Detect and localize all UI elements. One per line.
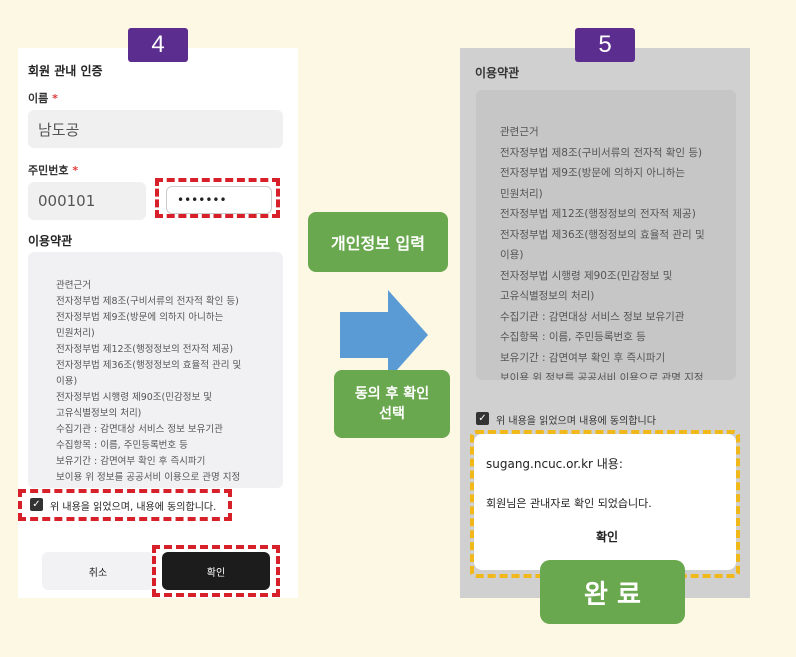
terms-line: 수집기관 : 감면대상 서비스 정보 보유기관 <box>56 424 223 435</box>
highlight-confirm <box>152 545 280 597</box>
terms-line: 전자정부법 제12조(행정정보의 전자적 제공) <box>500 208 696 220</box>
step4-badge: 4 <box>128 28 188 62</box>
highlight-id-back <box>155 178 280 218</box>
agree-label-step5: 위 내용을 읽었으며 내용에 동의합니다 <box>496 416 656 427</box>
terms-line: 수집항목 : 이름, 주민등록번호 등 <box>500 331 646 343</box>
terms-line: 관련근거 <box>500 126 539 138</box>
name-field[interactable]: 남도공 <box>28 110 283 148</box>
terms-box-step5: 관련근거 전자정부법 제8조(구비서류의 전자적 확인 등) 전자정부법 제9조… <box>476 90 736 380</box>
terms-line: 보이용 위 정보를 공공서비 이용으로 관명 지정 <box>500 372 704 380</box>
dialog-ok-button[interactable]: 확인 <box>596 530 619 544</box>
terms-line: 이용) <box>56 376 78 387</box>
confirm-button[interactable]: 확인 <box>162 552 270 590</box>
terms-line: 보유기간 : 감면여부 확인 후 즉시파기 <box>56 456 206 467</box>
page-title: 회원 관내 인증 <box>28 64 103 78</box>
terms-title: 이용약관 <box>28 234 73 248</box>
agree-checkbox[interactable]: ✓ <box>30 498 43 511</box>
terms-line: 보유기간 : 감면여부 확인 후 즉시파기 <box>500 351 666 364</box>
terms-line: 민원처리) <box>500 187 543 200</box>
step-label-confirm-line2: 선택 <box>379 406 405 422</box>
alert-dialog <box>474 434 736 570</box>
terms-line: 전자정부법 제8조(구비서류의 전자적 확인 등) <box>500 146 703 159</box>
step-label-input: 개인정보 입력 <box>308 212 448 272</box>
step-label-confirm-line1: 동의 후 확인 <box>354 386 430 402</box>
terms-line: 전자정부법 제9조(방문에 의하지 아니하는 <box>500 167 686 179</box>
terms-line: 전자정부법 제9조(방문에 의하지 아니하는 <box>56 312 224 323</box>
terms-line: 이용) <box>500 249 524 261</box>
agree-checkbox-step5[interactable]: ✓ <box>476 412 489 425</box>
terms-box: 관련근거 전자정부법 제8조(구비서류의 전자적 확인 등) 전자정부법 제9조… <box>28 252 283 488</box>
terms-line: 전자정부법 제36조(행정정보의 효율적 관리 및 <box>56 360 242 371</box>
id-back-field[interactable]: ••••••• <box>166 186 272 214</box>
terms-line: 전자정부법 제8조(구비서류의 전자적 확인 등) <box>56 296 239 307</box>
terms-line: 고유식별정보의 처리) <box>56 408 142 419</box>
highlight-agree <box>18 489 232 521</box>
terms-line: 수집기관 : 감면대상 서비스 정보 보유기관 <box>500 310 685 323</box>
cancel-button[interactable]: 취소 <box>42 552 154 590</box>
agree-label: 위 내용을 읽었으며, 내용에 동의합니다. <box>50 502 217 513</box>
step-label-confirm: 동의 후 확인 선택 <box>334 370 450 438</box>
terms-line: 전자정부법 제36조(행정정보의 효율적 관리 및 <box>500 228 705 241</box>
terms-title-step5: 이용약관 <box>475 66 520 80</box>
arrow-right-icon <box>340 290 428 380</box>
terms-line: 전자정부법 시행령 제90조(민감정보 및 <box>500 269 673 282</box>
terms-line: 고유식별정보의 처리) <box>500 290 595 302</box>
step5-badge: 5 <box>575 28 635 62</box>
name-label: 이름 * <box>28 92 58 105</box>
terms-line: 관련근거 <box>56 280 91 291</box>
terms-line: 전자정부법 시행령 제90조(민감정보 및 <box>56 392 212 403</box>
dialog-host: sugang.ncuc.or.kr 내용: <box>486 457 623 471</box>
terms-line: 보이용 위 정보를 공공서비 이용으로 관명 지정 <box>56 472 241 483</box>
dialog-message: 회원님은 관내자로 확인 되었습니다. <box>486 497 652 510</box>
terms-line: 전자정부법 제12조(행정정보의 전자적 제공) <box>56 344 234 355</box>
terms-line: 민원처리) <box>56 328 95 339</box>
id-label: 주민번호 * <box>28 164 79 177</box>
complete-badge: 완 료 <box>540 560 685 624</box>
highlight-dialog <box>470 430 740 578</box>
terms-line: 수집항목 : 이름, 주민등록번호 등 <box>56 440 188 451</box>
id-front-field[interactable]: 000101 <box>28 182 146 220</box>
